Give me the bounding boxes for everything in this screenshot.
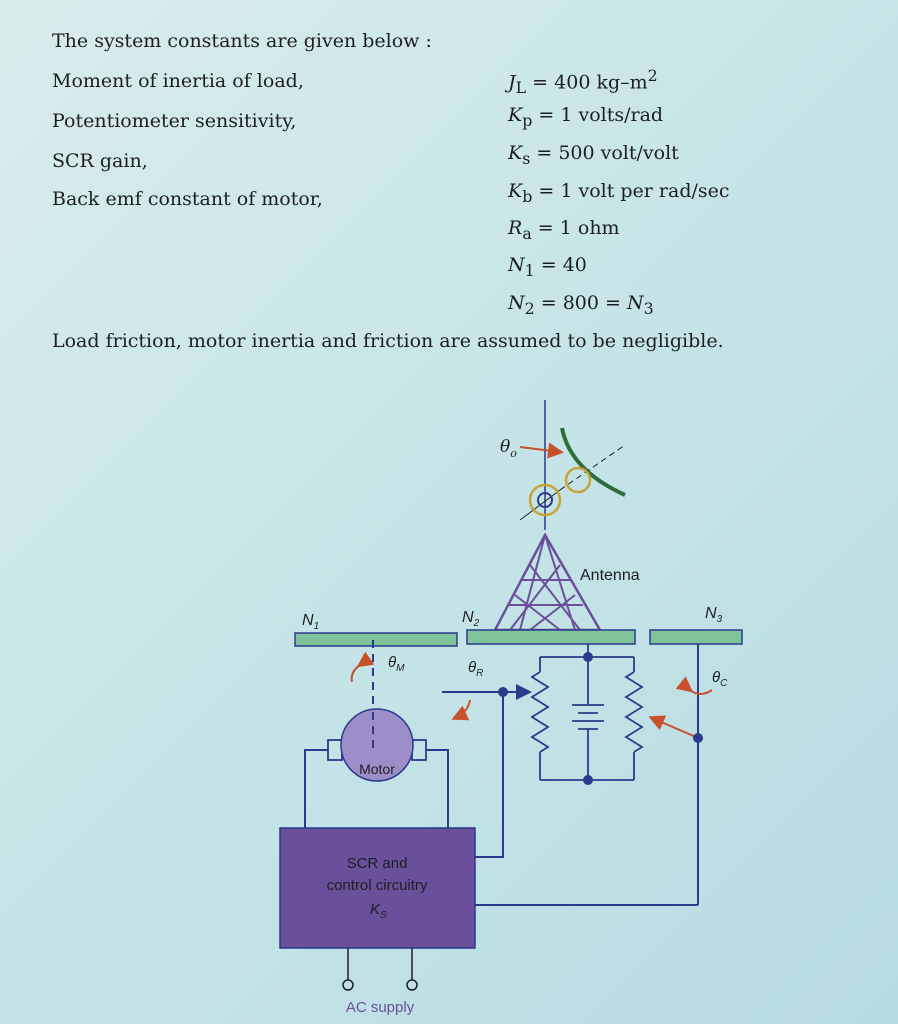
theta-o-label: θo [500,437,517,460]
motor [340,708,414,782]
theta-r-label: θR [468,659,483,679]
gear-n2 [466,629,636,645]
constants-heading: The system constants are given below : [52,30,432,52]
gear-n1 [294,632,458,647]
potentiometer-bridge [530,644,644,781]
motor-terminal-right [411,739,427,761]
motor-wiring [304,749,449,828]
antenna-dish [560,427,626,497]
gear-n3 [649,629,743,645]
constant-label-scr: SCR gain, [52,150,148,172]
theta-r-arrow [451,699,471,721]
ac-supply-label: AC supply [346,999,415,1016]
scr-label-line2: control circuitry [327,877,428,894]
constant-label-potentiometer: Potentiometer sensitivity, [52,110,297,132]
dish-hinge [564,466,592,494]
pivot-ring-inner [537,492,553,508]
scr-control-box [279,827,476,949]
bridge-node-top [583,652,593,662]
n2-label: N2 [462,609,480,629]
constant-value-kb: Kb = 1 volt per rad/sec [508,180,730,206]
n3-label: N3 [705,605,723,625]
constant-value-jl: JL = 400 kg–m2 [508,66,658,98]
constant-value-ra: Ra = 1 ohm [508,217,620,243]
theta-c-label: θC [712,669,728,689]
scr-label-line1: SCR and [347,855,408,872]
error-signal-wiring [475,692,698,906]
antenna-label: Antenna [580,567,640,584]
constant-label-inertia: Moment of inertia of load, [52,70,304,92]
constant-value-n1: N1 = 40 [508,254,587,280]
constant-label-backemf: Back emf constant of motor, [52,188,323,210]
scr-gain-label: KS [370,901,387,921]
theta-m-arrow [350,651,375,683]
bridge-node-bottom [583,775,593,785]
pivot-ring [528,483,562,517]
ac-supply-terminals [342,948,418,991]
theta-m-label: θM [388,654,405,674]
motor-label: Motor [359,761,395,777]
wiper-arrow-right [648,715,699,739]
antenna-lattice [508,534,583,631]
theta-o-arrow [519,442,564,459]
assumption-note: Load friction, motor inertia and frictio… [52,330,724,352]
constant-value-kp: Kp = 1 volts/rad [508,104,664,130]
theta-c-arrow [675,676,713,695]
n1-label: N1 [302,612,319,632]
constant-value-ks: Ks = 500 volt/volt [508,142,679,168]
motor-terminal-left [327,739,343,761]
constant-value-n2-n3: N2 = 800 = N3 [508,292,654,318]
dish-boresight-line [559,444,626,491]
